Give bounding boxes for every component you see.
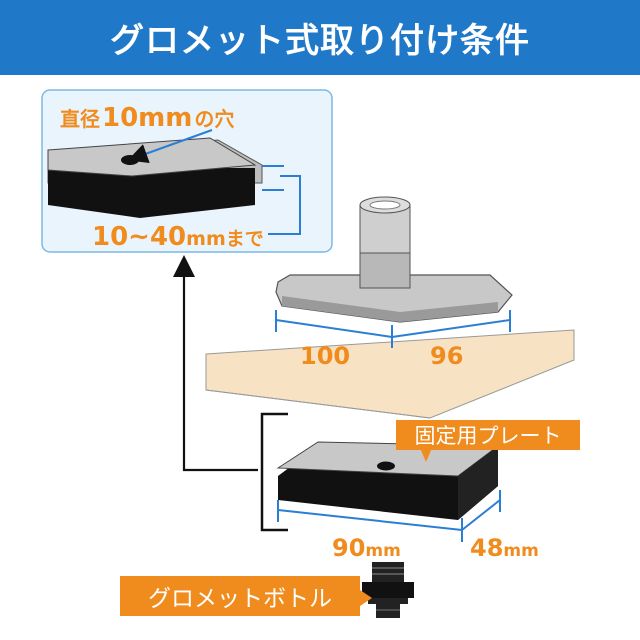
- page-title: グロメット式取り付け条件: [110, 21, 530, 61]
- base-dimension-lines: [275, 310, 511, 348]
- arm-base: [275, 196, 513, 323]
- plate-depth-label: 48mm: [470, 534, 539, 562]
- fixing-plate-tag: 固定用プレート: [396, 420, 580, 450]
- base-depth-label: 96: [430, 342, 463, 370]
- plate-dimension-lines: [277, 490, 501, 542]
- fixing-plate: [276, 441, 500, 520]
- thickness-label: 10~40mmまで: [92, 222, 264, 252]
- connector-arrow: [173, 255, 258, 472]
- thickness-bracket: [262, 165, 301, 235]
- desk-board: [205, 329, 575, 419]
- plate-bracket: [260, 412, 288, 532]
- header-banner: グロメット式取り付け条件: [0, 0, 640, 75]
- bolt-tag-pointer: [360, 590, 372, 606]
- grommet-bolt: [362, 562, 414, 618]
- plate-width-label: 90mm: [332, 534, 401, 562]
- base-width-label: 100: [300, 342, 350, 370]
- plate-tag-pointer: [420, 448, 432, 462]
- hole-marker: [121, 155, 139, 165]
- grommet-bolt-tag: グロメットボトル: [120, 576, 360, 616]
- desk-cross-section: [47, 129, 263, 218]
